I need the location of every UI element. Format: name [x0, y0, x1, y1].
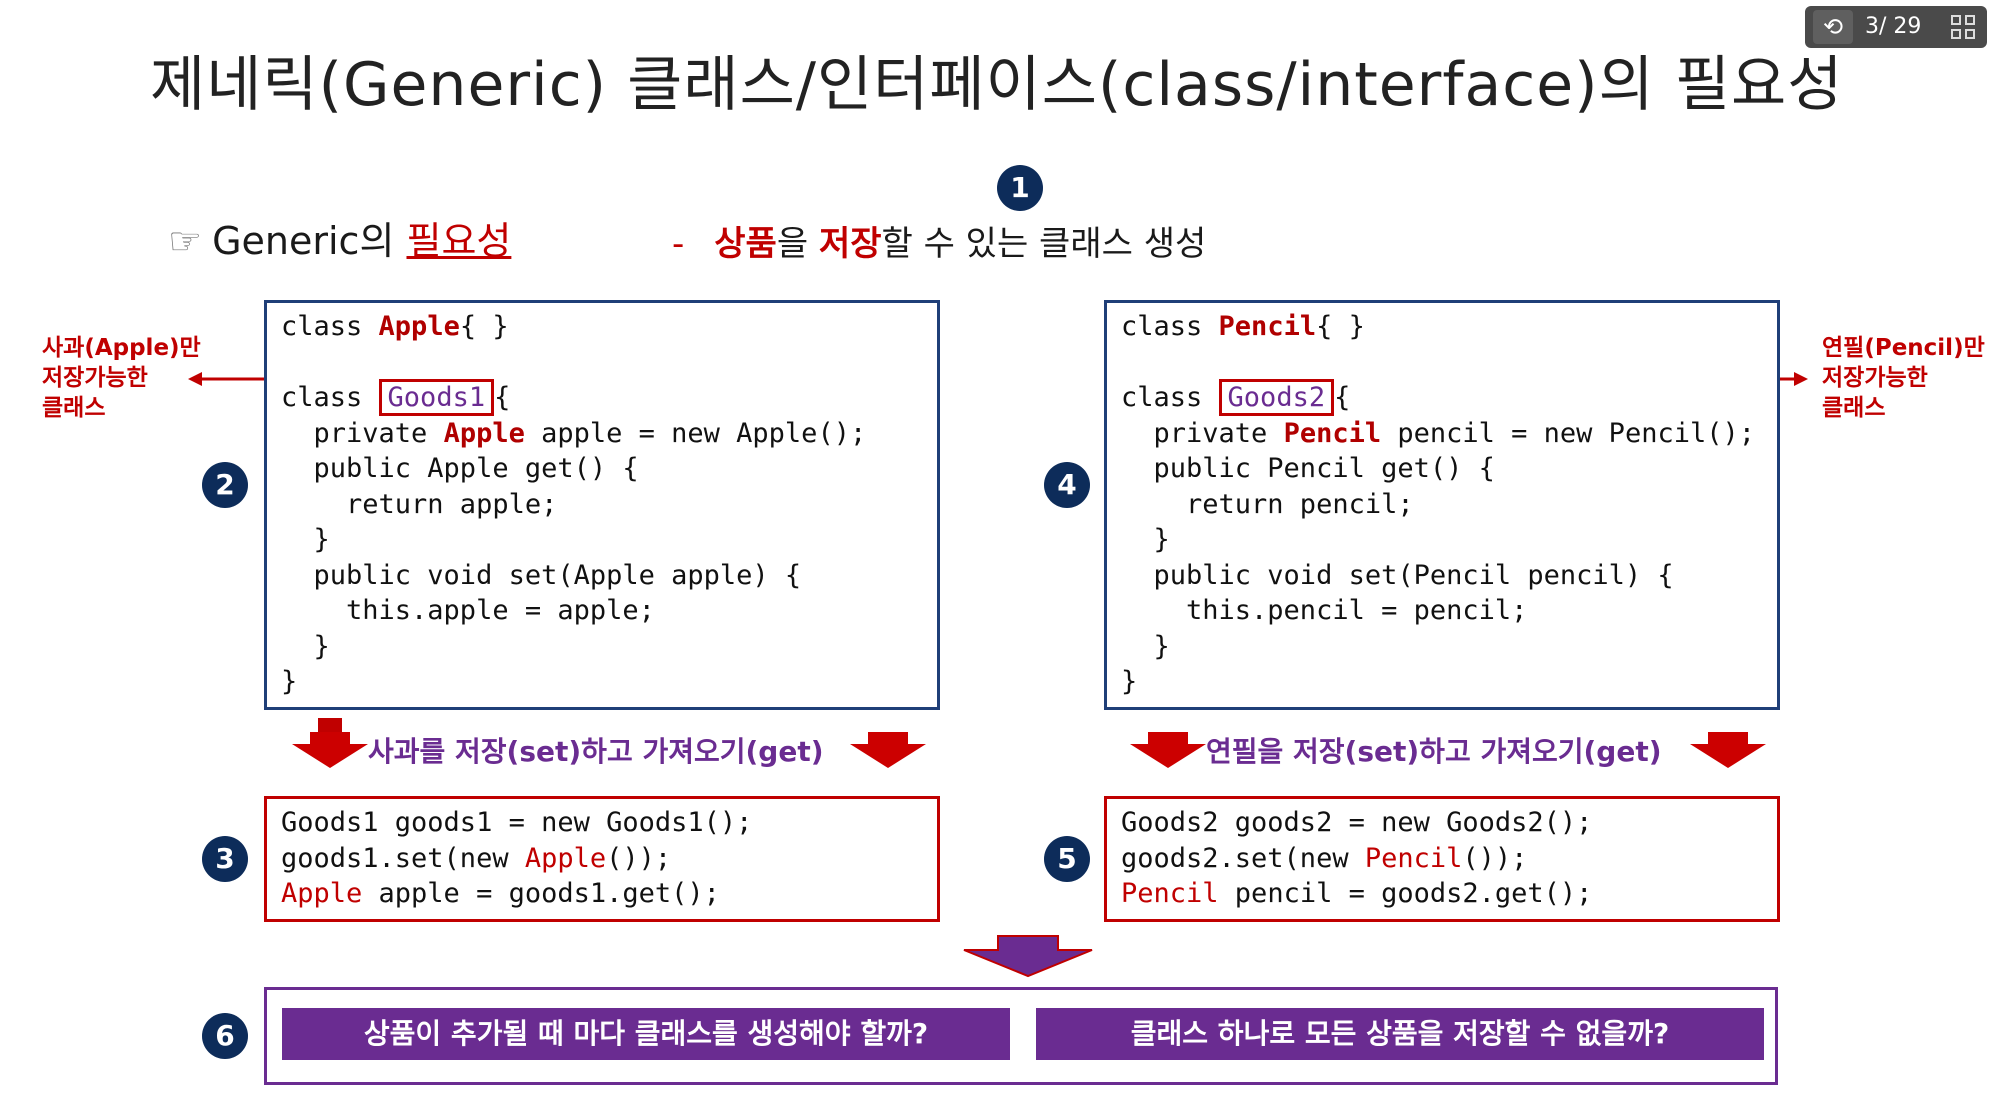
code-line: public Pencil get() {	[1121, 453, 1495, 484]
description: -상품을 저장할 수 있는 클래스 생성	[672, 216, 1206, 265]
code-line: Goods1 goods1 = new Goods1();	[281, 807, 753, 838]
slide-counter: ⟲ 3/ 29	[1805, 6, 1987, 48]
right-mid-label: 연필을 저장(set)하고 가져오기(get)	[1206, 735, 1662, 768]
code-text: pencil = goods2.get();	[1218, 878, 1593, 909]
page-title: 제네릭(Generic) 클래스/인터페이스(class/interface)의…	[150, 50, 1844, 120]
goods1-highlight: Goods1	[378, 379, 495, 416]
code-line: }	[281, 666, 298, 697]
right-usage-box: Goods2 goods2 = new Goods2(); goods2.set…	[1104, 796, 1780, 922]
desc-goods: 상품	[714, 224, 777, 264]
code-line: return pencil;	[1121, 488, 1414, 520]
code-text: apple = goods1.get();	[362, 878, 720, 909]
left-label-line: 사과(Apple)만	[42, 335, 201, 361]
code-text: {	[1334, 382, 1351, 413]
step-badge-2: 2	[202, 462, 248, 508]
code-class-name: Pencil	[1364, 842, 1463, 874]
code-class-name: Pencil	[1121, 878, 1219, 909]
code-text: {	[494, 382, 511, 413]
code-class-name: Pencil	[1218, 311, 1317, 342]
code-text: { }	[459, 311, 509, 342]
code-text: pencil = new Pencil();	[1381, 417, 1755, 449]
right-label-line: 클래스	[1822, 395, 1886, 421]
code-class-name: Apple	[281, 878, 363, 909]
code-text: private	[281, 417, 444, 449]
left-label-line: 클래스	[42, 395, 106, 421]
code-text: goods2.set(new	[1121, 842, 1365, 874]
right-arrowhead	[1794, 372, 1808, 386]
code-text: apple = new Apple();	[524, 417, 867, 449]
subtitle: ☞Generic의 필요성	[168, 210, 511, 265]
left-code-box: class Apple{ } class Goods1{ private App…	[264, 300, 940, 710]
goods2-highlight: Goods2	[1218, 379, 1335, 416]
code-line: Goods2 goods2 = new Goods2();	[1121, 807, 1593, 838]
down-arrow-icon	[850, 732, 926, 768]
subtitle-highlight: 필요성	[406, 219, 512, 263]
desc-dash: -	[672, 224, 685, 264]
purple-down-arrow-icon	[963, 935, 1093, 978]
code-line: }	[281, 630, 330, 662]
desc-particle: 을	[776, 224, 819, 264]
left-arrowhead	[188, 372, 202, 386]
question-2: 클래스 하나로 모든 상품을 저장할 수 없을까?	[1036, 1008, 1764, 1060]
code-line: }	[1121, 524, 1170, 555]
grid-icon[interactable]	[1951, 15, 1977, 41]
left-mid-label: 사과를 저장(set)하고 가져오기(get)	[368, 735, 824, 768]
desc-store: 저장	[818, 224, 882, 264]
code-keyword: class	[1121, 382, 1219, 413]
subtitle-prefix: Generic의	[212, 219, 407, 263]
down-arrow-icon	[1130, 732, 1206, 768]
step-badge-6: 6	[202, 1013, 248, 1059]
code-class-name: Pencil	[1283, 417, 1382, 449]
code-class-name: Apple	[524, 842, 607, 874]
code-text: ());	[606, 842, 672, 874]
code-text: ());	[1462, 842, 1528, 874]
code-text: private	[1121, 417, 1284, 449]
right-code-box: class Pencil{ } class Goods2{ private Pe…	[1104, 300, 1780, 710]
code-line: this.apple = apple;	[281, 595, 655, 626]
page-number: 3/ 29	[1865, 14, 1922, 39]
pointing-hand-icon: ☞	[168, 219, 203, 263]
code-text: { }	[1316, 311, 1365, 342]
down-arrow-icon	[292, 732, 368, 768]
question-1: 상품이 추가될 때 마다 클래스를 생성해야 할까?	[282, 1008, 1010, 1060]
code-class-name: Apple	[378, 311, 460, 342]
code-keyword: class	[281, 311, 379, 342]
step-badge-1: 1	[997, 165, 1043, 211]
code-line: return apple;	[281, 488, 558, 520]
right-label-line: 저장가능한	[1822, 365, 1928, 391]
code-class-name: Apple	[443, 417, 525, 449]
left-label-line: 저장가능한	[42, 365, 148, 391]
step-badge-5: 5	[1044, 836, 1090, 882]
code-keyword: class	[1121, 311, 1219, 342]
code-line: this.pencil = pencil;	[1121, 595, 1528, 626]
right-label-line: 연필(Pencil)만	[1822, 335, 1985, 361]
left-usage-box: Goods1 goods1 = new Goods1(); goods1.set…	[264, 796, 940, 922]
code-keyword: class	[281, 382, 379, 413]
code-line: }	[1121, 666, 1138, 697]
reload-icon[interactable]: ⟲	[1813, 10, 1853, 44]
bottom-question-box	[264, 987, 1778, 1085]
desc-rest: 할 수 있는 클래스 생성	[881, 224, 1207, 264]
right-side-label: 연필(Pencil)만 저장가능한 클래스	[1822, 333, 1985, 423]
down-arrow-icon	[1690, 732, 1766, 768]
step-badge-3: 3	[202, 836, 248, 882]
code-line: }	[1121, 630, 1170, 662]
step-badge-4: 4	[1044, 462, 1090, 508]
code-line: public void set(Pencil pencil) {	[1121, 559, 1674, 591]
code-text: goods1.set(new	[281, 842, 525, 874]
code-line: public Apple get() {	[281, 453, 639, 484]
code-line: }	[281, 524, 330, 555]
code-line: public void set(Apple apple) {	[281, 559, 802, 591]
left-side-label: 사과(Apple)만 저장가능한 클래스	[42, 333, 201, 423]
